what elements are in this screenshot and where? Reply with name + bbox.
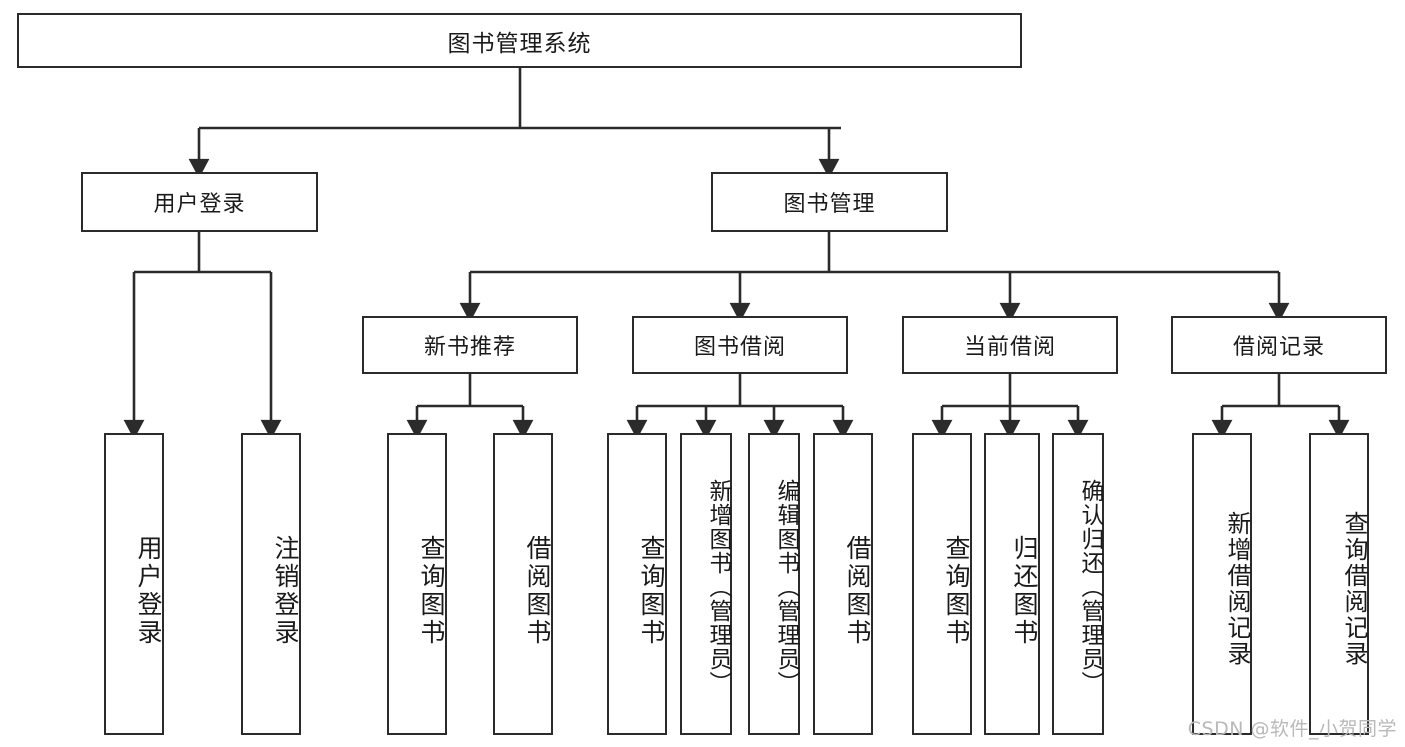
leaf-label: 确认归还（管理员） bbox=[1077, 479, 1103, 695]
leaf-book-borrow-add-book-admin[interactable]: 新增图书（管理员） bbox=[680, 433, 732, 735]
leaf-label: 查询图书 bbox=[942, 535, 971, 647]
node-root-label: 图书管理系统 bbox=[447, 30, 592, 57]
leaf-book-borrow-edit-book-admin[interactable]: 编辑图书（管理员） bbox=[748, 433, 800, 735]
leaf-label: 借阅图书 bbox=[523, 535, 552, 647]
node-borrow-record-label: 借阅记录 bbox=[1232, 335, 1325, 360]
leaf-book-borrow-query-book[interactable]: 查询图书 bbox=[607, 433, 667, 735]
node-user-login[interactable]: 用户登录 bbox=[81, 172, 318, 232]
leaf-label: 查询借阅记录 bbox=[1340, 511, 1368, 667]
node-new-book-recommend[interactable]: 新书推荐 bbox=[362, 316, 578, 374]
node-book-management-label: 图书管理 bbox=[783, 192, 876, 217]
leaf-new-book-query-book[interactable]: 查询图书 bbox=[387, 433, 447, 735]
leaf-label: 归还图书 bbox=[1010, 535, 1039, 647]
leaf-label: 用户登录 bbox=[134, 535, 163, 647]
node-book-management[interactable]: 图书管理 bbox=[711, 172, 948, 232]
leaf-label: 新增图书（管理员） bbox=[705, 479, 731, 695]
leaf-borrow-record-query-record[interactable]: 查询借阅记录 bbox=[1309, 433, 1369, 735]
node-new-book-recommend-label: 新书推荐 bbox=[423, 335, 516, 360]
leaf-label: 查询图书 bbox=[637, 535, 666, 647]
leaf-current-borrow-return-book[interactable]: 归还图书 bbox=[984, 433, 1040, 735]
leaf-label: 借阅图书 bbox=[843, 535, 872, 647]
node-user-login-label: 用户登录 bbox=[153, 192, 246, 217]
leaf-label: 新增借阅记录 bbox=[1223, 511, 1251, 667]
node-book-borrow-label: 图书借阅 bbox=[693, 335, 786, 360]
leaf-new-book-borrow-book[interactable]: 借阅图书 bbox=[493, 433, 553, 735]
leaf-borrow-record-add-record[interactable]: 新增借阅记录 bbox=[1192, 433, 1252, 735]
leaf-current-borrow-query-book[interactable]: 查询图书 bbox=[912, 433, 972, 735]
leaf-current-borrow-confirm-return-admin[interactable]: 确认归还（管理员） bbox=[1052, 433, 1104, 735]
node-current-borrow[interactable]: 当前借阅 bbox=[902, 316, 1118, 374]
csdn-watermark: CSDN @软件_小贺同学 bbox=[1187, 718, 1397, 740]
leaf-book-borrow-borrow-book[interactable]: 借阅图书 bbox=[813, 433, 873, 735]
leaf-label: 注销登录 bbox=[271, 535, 300, 647]
leaf-user-login-logout[interactable]: 注销登录 bbox=[241, 433, 301, 735]
node-borrow-record[interactable]: 借阅记录 bbox=[1171, 316, 1387, 374]
node-root-book-management-system[interactable]: 图书管理系统 bbox=[17, 13, 1022, 68]
leaf-user-login-login[interactable]: 用户登录 bbox=[104, 433, 164, 735]
node-book-borrow[interactable]: 图书借阅 bbox=[632, 316, 848, 374]
leaf-label: 编辑图书（管理员） bbox=[773, 479, 799, 695]
node-current-borrow-label: 当前借阅 bbox=[963, 335, 1056, 360]
leaf-label: 查询图书 bbox=[417, 535, 446, 647]
